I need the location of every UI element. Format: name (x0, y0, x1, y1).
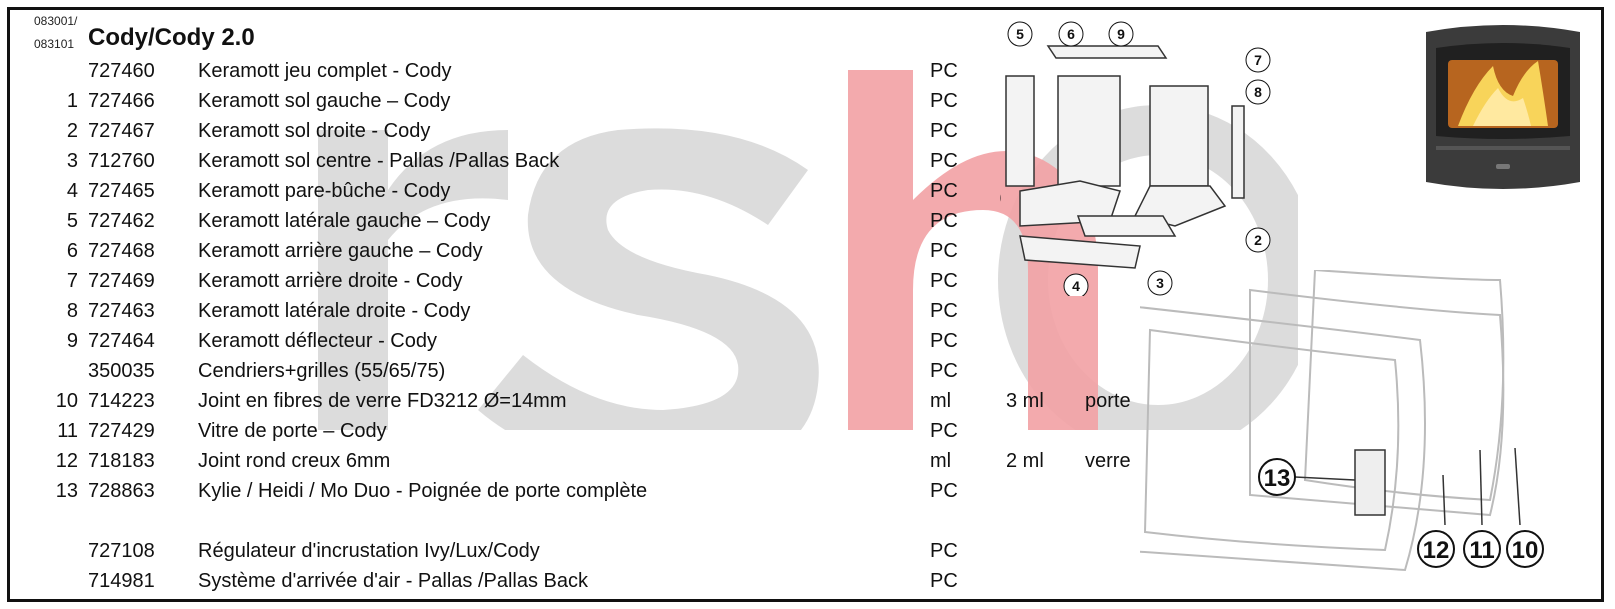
part-note: verre (1085, 450, 1131, 472)
part-description: Kylie / Heidi / Mo Duo - Poignée de port… (198, 480, 648, 502)
part-unit: PC (930, 540, 958, 562)
part-unit: PC (930, 330, 958, 352)
part-description: Keramott arrière gauche – Cody (198, 240, 483, 262)
part-number: 7 (66, 270, 78, 292)
diagram-callout-5: 5 (1007, 21, 1033, 47)
part-unit: ml (930, 450, 952, 472)
part-unit: PC (930, 180, 958, 202)
part-number: 11 (57, 420, 78, 442)
part-unit: PC (930, 120, 958, 142)
part-note: porte (1085, 390, 1131, 412)
diagram-callout-6: 6 (1058, 21, 1084, 47)
svg-text:2: 2 (1254, 232, 1262, 248)
part-unit: PC (930, 270, 958, 292)
stove-image (1426, 25, 1580, 189)
part-unit: PC (930, 240, 958, 262)
svg-text:4: 4 (1072, 278, 1080, 294)
door-callout-12: 12 (1417, 530, 1455, 568)
diagram-callout-7: 7 (1245, 47, 1271, 73)
article-number: 727467 (88, 120, 155, 142)
model-code-2: 083101 (34, 37, 75, 51)
door-callout-11: 11 (1463, 530, 1501, 568)
part-description: Cendriers+grilles (55/65/75) (198, 360, 446, 382)
svg-text:7: 7 (1254, 52, 1262, 68)
part-quantity: 3 ml (1006, 390, 1044, 412)
diagram-callout-2: 2 (1245, 227, 1271, 253)
diagram-callout-8: 8 (1245, 79, 1271, 105)
svg-text:3: 3 (1156, 275, 1164, 291)
part-unit: PC (930, 210, 958, 232)
part-number: 9 (66, 330, 78, 352)
article-number: 727429 (88, 420, 155, 442)
article-number: 727462 (88, 210, 155, 232)
part-unit: ml (930, 390, 952, 412)
part-description: Keramott déflecteur - Cody (198, 330, 437, 352)
part-unit: PC (930, 570, 958, 592)
article-number: 727466 (88, 90, 155, 112)
part-unit: PC (930, 420, 958, 442)
part-number: 12 (55, 450, 78, 472)
svg-text:11: 11 (1469, 537, 1494, 564)
part-number: 3 (66, 150, 78, 172)
article-number: 712760 (88, 150, 155, 172)
svg-text:10: 10 (1512, 537, 1539, 564)
part-description: Vitre de porte – Cody (198, 420, 387, 442)
part-number: 4 (66, 180, 78, 202)
part-unit: PC (930, 300, 958, 322)
article-number: 718183 (88, 450, 155, 472)
part-description: Keramott sol gauche – Cody (198, 90, 451, 112)
article-number: 727464 (88, 330, 155, 352)
article-number: 727469 (88, 270, 155, 292)
svg-text:8: 8 (1254, 84, 1262, 100)
part-unit: PC (930, 90, 958, 112)
article-number: 727465 (88, 180, 155, 202)
page-title: Cody/Cody 2.0 (88, 24, 255, 51)
door-callout-10: 10 (1506, 530, 1544, 568)
part-number: 1 (66, 90, 78, 112)
door-callout-13: 13 (1258, 458, 1296, 496)
part-number: 2 (66, 120, 78, 142)
model-code-1: 083001/ (34, 14, 78, 28)
part-description: Keramott arrière droite - Cody (198, 270, 463, 292)
diagram-callout-9: 9 (1108, 21, 1134, 47)
article-number: 727108 (88, 540, 155, 562)
article-number: 727463 (88, 300, 155, 322)
svg-text:9: 9 (1117, 26, 1125, 42)
part-number: 10 (55, 390, 78, 412)
part-description: Joint en fibres de verre FD3212 Ø=14mm (198, 390, 567, 412)
part-description: Keramott jeu complet - Cody (198, 60, 452, 82)
article-number: 350035 (88, 360, 155, 382)
door-diagram: 13 12 11 10 (1140, 270, 1544, 572)
article-number: 728863 (88, 480, 155, 502)
part-description: Keramott latérale droite - Cody (198, 300, 471, 322)
article-number: 714223 (88, 390, 155, 412)
part-quantity: 2 ml (1006, 450, 1044, 472)
part-description: Régulateur d'incrustation Ivy/Lux/Cody (198, 540, 540, 562)
part-unit: PC (930, 150, 958, 172)
diagram-callout-4: 4 (1063, 273, 1089, 296)
firebrick-diagram: 5 6 9 7 8 1 2 3 4 (1000, 21, 1271, 296)
part-number: 13 (55, 480, 78, 502)
part-unit: PC (930, 60, 958, 82)
svg-text:13: 13 (1264, 465, 1291, 492)
article-number: 727468 (88, 240, 155, 262)
part-description: Keramott latérale gauche – Cody (198, 210, 491, 232)
svg-text:12: 12 (1423, 537, 1450, 564)
article-number: 727460 (88, 60, 155, 82)
diagram-callout-3: 3 (1147, 270, 1173, 296)
part-description: Système d'arrivée d'air - Pallas /Pallas… (198, 570, 589, 592)
part-unit: PC (930, 480, 958, 502)
part-number: 5 (66, 210, 78, 232)
part-unit: PC (930, 360, 958, 382)
part-description: Keramott pare-bûche - Cody (198, 180, 451, 202)
part-number: 8 (66, 300, 78, 322)
svg-text:5: 5 (1016, 26, 1024, 42)
part-number: 6 (66, 240, 78, 262)
svg-text:6: 6 (1067, 26, 1075, 42)
part-description: Keramott sol droite - Cody (198, 120, 431, 142)
article-number: 714981 (88, 570, 155, 592)
part-description: Keramott sol centre - Pallas /Pallas Bac… (198, 150, 560, 172)
part-description: Joint rond creux 6mm (198, 450, 391, 472)
